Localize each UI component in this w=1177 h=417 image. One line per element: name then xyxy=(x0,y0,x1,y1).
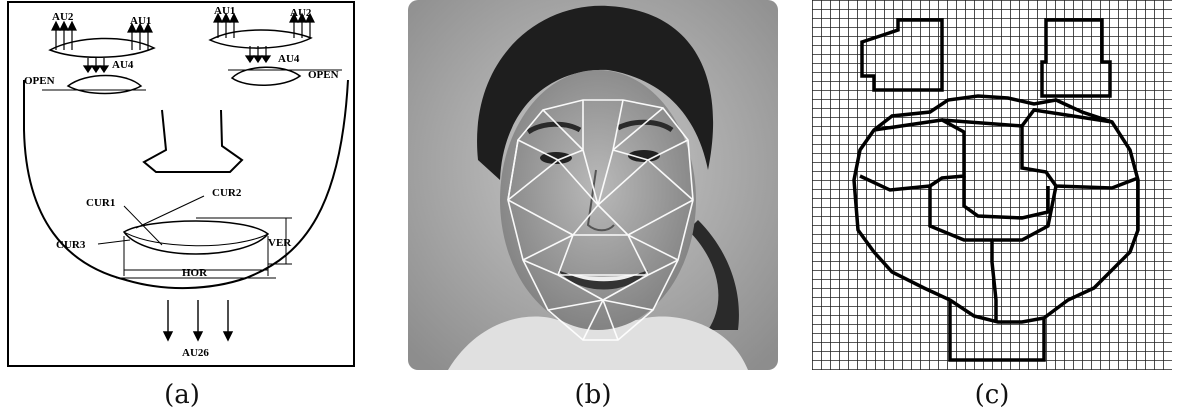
au4-left-arrows xyxy=(84,58,108,72)
au4-right-arrows xyxy=(246,46,270,62)
label-cur1: CUR1 xyxy=(86,197,115,209)
label-au1-right: AU1 xyxy=(214,5,235,17)
label-open-right: OPEN xyxy=(308,69,339,81)
frame xyxy=(8,2,354,366)
label-hor: HOR xyxy=(182,267,208,279)
face-mesh-photo xyxy=(408,0,778,370)
panel-a: AU2 AU1 AU1 AU2 AU4 AU4 OPEN OPEN CUR1 C… xyxy=(6,0,358,370)
face-schematic: AU2 AU1 AU1 AU2 AU4 AU4 OPEN OPEN CUR1 C… xyxy=(6,0,358,370)
label-au2-right: AU2 xyxy=(290,7,312,19)
region-grid xyxy=(812,0,1172,370)
caption-b: (b) xyxy=(533,380,653,410)
panel-c xyxy=(812,0,1172,370)
label-au26: AU26 xyxy=(182,347,209,359)
label-au1-left: AU1 xyxy=(130,15,151,27)
label-au2-left: AU2 xyxy=(52,11,74,23)
label-au4-left: AU4 xyxy=(112,59,134,71)
au2-left-arrows xyxy=(52,22,76,50)
label-au4-right: AU4 xyxy=(278,53,300,65)
label-cur2: CUR2 xyxy=(212,187,242,199)
label-ver: VER xyxy=(268,237,292,249)
label-cur3: CUR3 xyxy=(56,239,86,251)
caption-c: (c) xyxy=(932,380,1052,410)
label-open-left: OPEN xyxy=(24,75,55,87)
face-skin xyxy=(500,70,696,330)
panel-b xyxy=(408,0,778,370)
au1-left-arrows xyxy=(128,24,152,50)
au1-right-arrows xyxy=(214,14,238,38)
caption-a: (a) xyxy=(122,380,242,410)
